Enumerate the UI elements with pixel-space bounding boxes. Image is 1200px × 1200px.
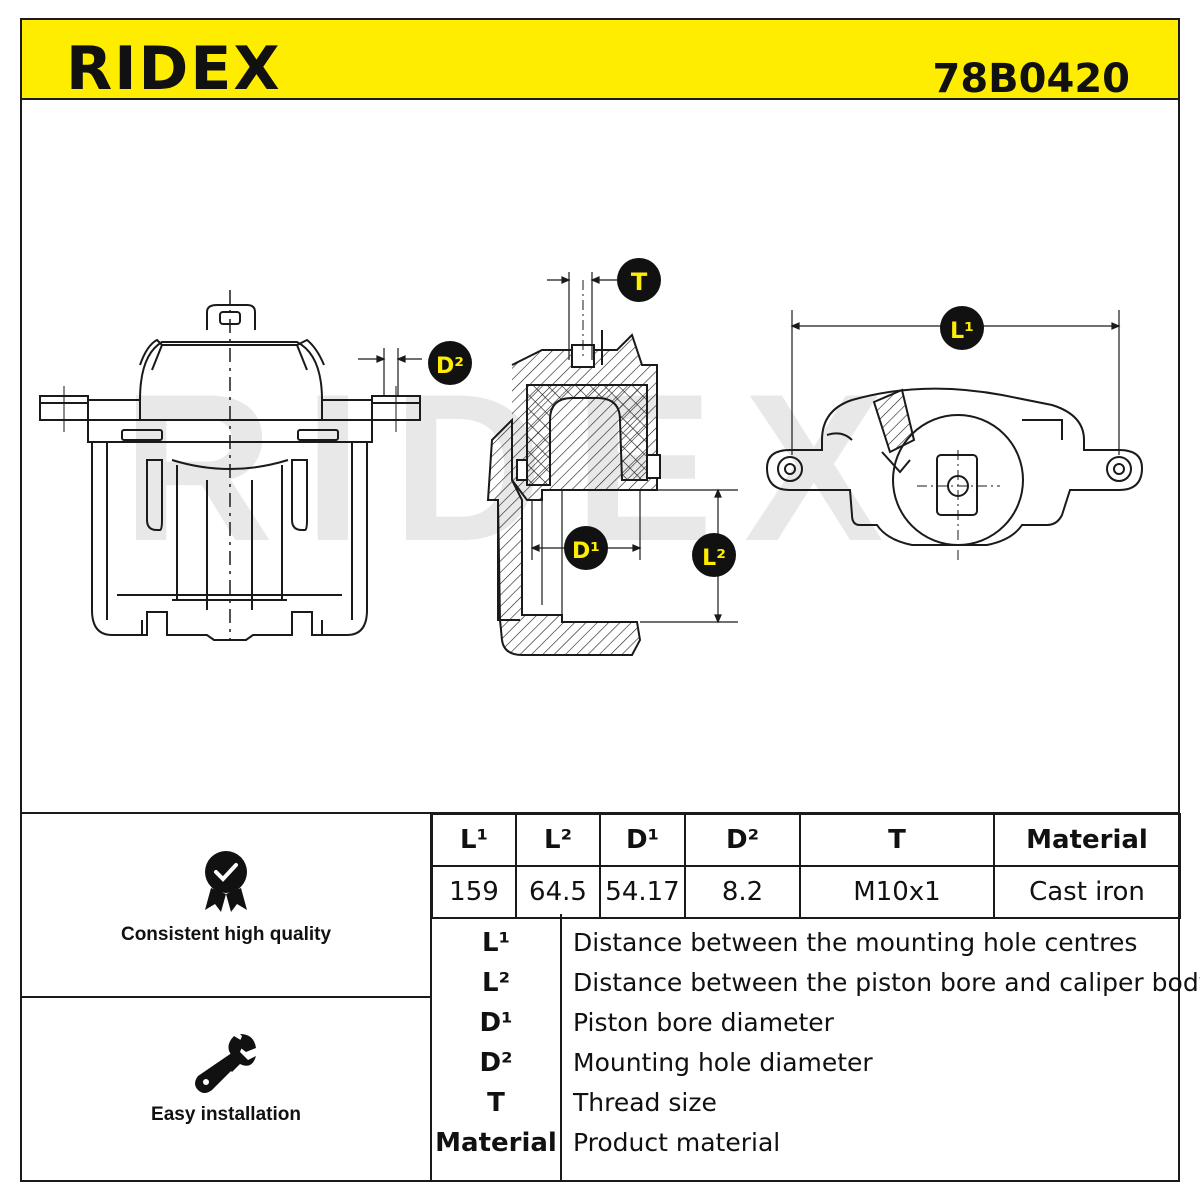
callout-d1-label: D¹ — [572, 539, 600, 564]
legend-divider — [560, 914, 562, 1182]
part-number: 78B0420 — [932, 56, 1130, 102]
spec-value: 8.2 — [684, 865, 801, 919]
legend-row: D¹ Piston bore diameter — [432, 1008, 1178, 1048]
legend-row: L¹ Distance between the mounting hole ce… — [432, 928, 1178, 968]
section-divider — [20, 812, 1180, 814]
legend-desc: Mounting hole diameter — [573, 1048, 873, 1077]
legend-desc: Thread size — [573, 1088, 717, 1117]
caliper-side-view — [765, 387, 1144, 560]
legend-key: D² — [479, 1048, 513, 1078]
callout-l1: L¹ — [940, 306, 984, 350]
feature-installation: Easy installation — [20, 1030, 432, 1126]
caliper-section-view — [486, 280, 661, 656]
spec-header: T — [799, 813, 995, 867]
legend-desc: Distance between the mounting hole centr… — [573, 928, 1138, 957]
features-divider — [20, 996, 432, 998]
caliper-front-view — [39, 290, 421, 641]
legend-desc: Product material — [573, 1128, 781, 1157]
t-dimension — [547, 272, 617, 360]
spec-header: D² — [684, 813, 801, 867]
legend-row: D² Mounting hole diameter — [432, 1048, 1178, 1088]
d2-dimension — [358, 348, 422, 396]
legend-desc: Distance between the piston bore and cal… — [573, 968, 1200, 997]
spec-value: 54.17 — [599, 865, 686, 919]
spec-value: M10x1 — [799, 865, 995, 919]
callout-d2: D² — [428, 341, 472, 385]
callout-d1: D¹ — [564, 526, 608, 570]
legend-key: Material — [435, 1128, 557, 1158]
spec-header: Material — [993, 813, 1181, 867]
legend: L¹ Distance between the mounting hole ce… — [432, 914, 1200, 1182]
spec-header: L¹ — [431, 813, 517, 867]
header-bar: RIDEX 78B0420 — [20, 18, 1180, 104]
callout-t-label: T — [631, 268, 648, 296]
legend-row: L² Distance between the piston bore and … — [432, 968, 1200, 1008]
quality-badge-icon — [205, 851, 247, 912]
spec-value: 159 — [431, 865, 517, 919]
callout-t: T — [617, 258, 661, 302]
legend-key: D¹ — [479, 1008, 513, 1038]
spec-value: 64.5 — [515, 865, 601, 919]
legend-key: L² — [482, 968, 510, 998]
callout-l2-label: L² — [702, 546, 726, 571]
legend-row: T Thread size — [432, 1088, 1178, 1128]
spec-header: L² — [515, 813, 601, 867]
callout-d2-label: D² — [436, 354, 464, 379]
brand-logo: RIDEX — [66, 34, 282, 104]
callout-l1-label: L¹ — [950, 319, 974, 344]
spec-value-row: 159 64.5 54.17 8.2 M10x1 Cast iron — [431, 865, 1181, 919]
spec-table: L¹ L² D¹ D² T Material 159 64.5 54.17 8.… — [431, 813, 1181, 919]
wrench-icon — [195, 1034, 256, 1093]
legend-desc: Piston bore diameter — [573, 1008, 834, 1037]
technical-drawing: RIDEX — [39, 258, 1144, 656]
feature-quality-label: Consistent high quality — [120, 924, 332, 945]
spec-header-row: L¹ L² D¹ D² T Material — [431, 813, 1181, 867]
feature-installation-label: Easy installation — [151, 1104, 301, 1125]
legend-key: T — [487, 1088, 505, 1118]
spec-value: Cast iron — [993, 865, 1181, 919]
legend-row: Material Product material — [432, 1128, 1178, 1168]
legend-key: L¹ — [482, 928, 510, 958]
spec-header: D¹ — [599, 813, 686, 867]
feature-quality: Consistent high quality — [20, 848, 432, 946]
callout-l2: L² — [692, 533, 736, 577]
